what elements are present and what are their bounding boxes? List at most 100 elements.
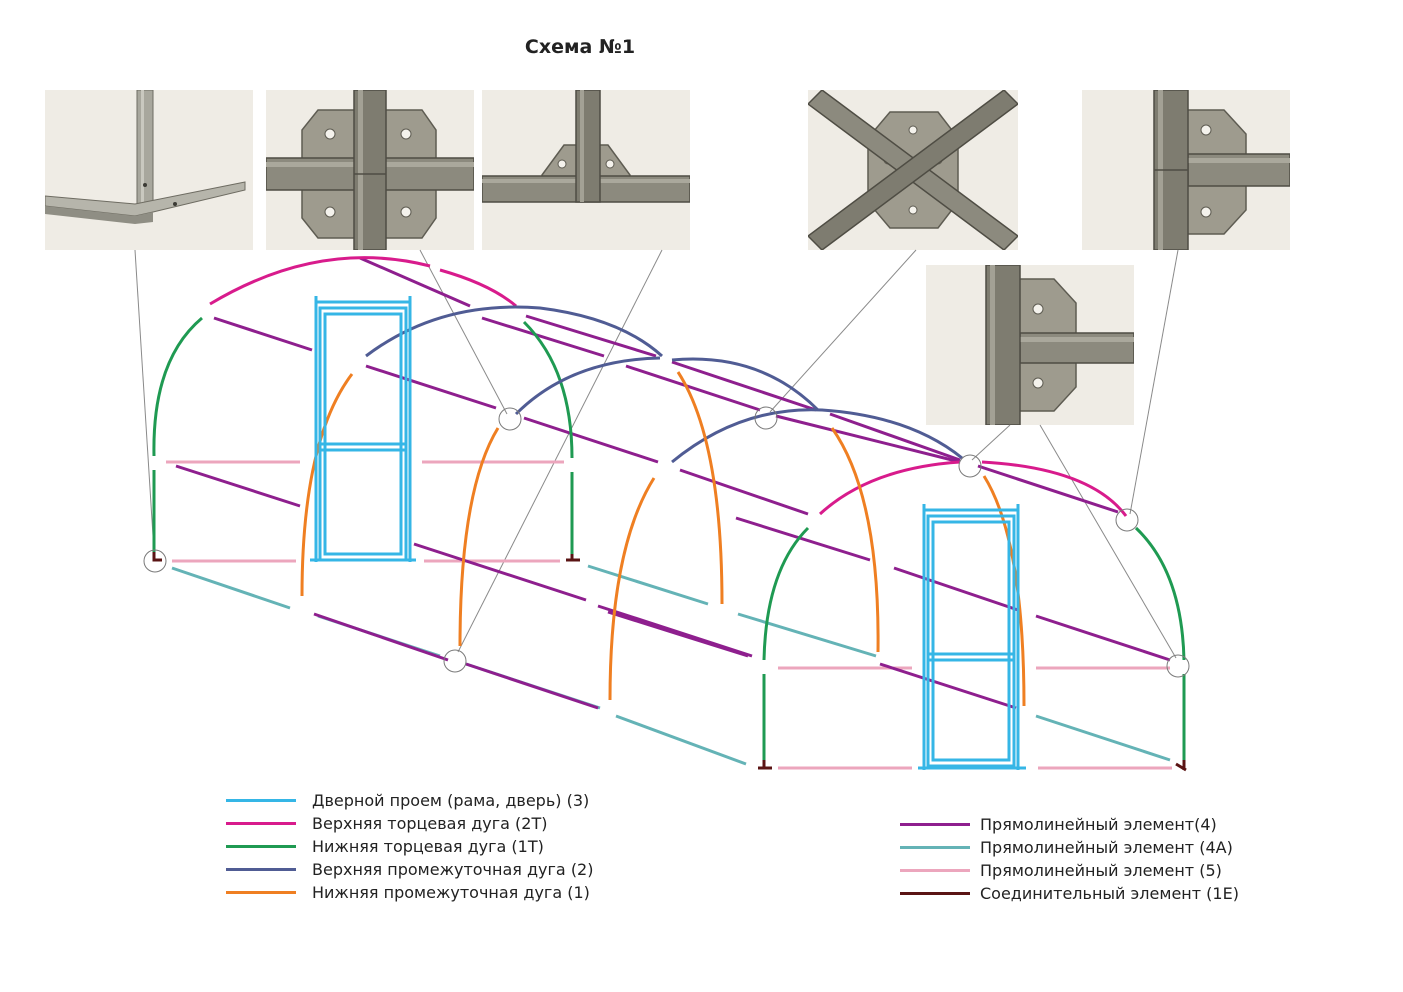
connector-1e — [758, 760, 772, 770]
door-leaf-inner — [323, 312, 403, 556]
upper-end-arc-front — [209, 256, 431, 306]
legend-row: Прямолинейный элемент (4А) — [900, 836, 1280, 859]
legend-swatch — [226, 845, 296, 848]
photo-cross-plate — [266, 90, 474, 250]
upper-intermediate-arc — [365, 305, 963, 464]
upper-end-arc-back — [981, 460, 1128, 517]
scheme-title: Схема №1 — [524, 36, 636, 58]
legend-row: Соединительный элемент (1Е) — [900, 882, 1280, 905]
joint-marker — [958, 454, 982, 478]
lower-end-arc-front-left — [152, 316, 203, 457]
joint-marker — [1115, 508, 1139, 532]
joint-marker — [443, 649, 467, 673]
upper-intermediate-arc-2 — [514, 356, 661, 416]
door-leaf — [926, 514, 1016, 768]
photo-side-plate — [1082, 90, 1290, 250]
joint-markers — [143, 406, 1190, 678]
callout-line-cross-plate — [419, 249, 508, 415]
element-4-segment — [523, 416, 659, 464]
legend-row: Прямолинейный элемент(4) — [900, 813, 1280, 836]
element-4-segment — [671, 360, 817, 412]
callout-line-side-plate-lower-2 — [971, 424, 1011, 461]
upper-intermediate-arc-3 — [671, 408, 963, 464]
connector-1e — [566, 554, 580, 562]
element-4a-segment — [587, 564, 709, 606]
element-4-segment — [1035, 614, 1171, 662]
legend-row: Верхняя промежуточная дуга (2) — [226, 858, 646, 881]
door-opening-front — [310, 296, 416, 562]
legend-swatch — [226, 822, 296, 825]
door-leaf-inner — [931, 520, 1011, 762]
corner-joint-image — [45, 90, 253, 250]
lower-intermediate-arc — [830, 427, 880, 653]
legend-label: Прямолинейный элемент(4) — [980, 815, 1217, 834]
lower-end-arc — [152, 316, 1186, 760]
callout-lines — [134, 249, 1179, 659]
legend-swatch — [900, 846, 970, 849]
legend-row: Нижняя торцевая дуга (1Т) — [226, 835, 646, 858]
legend-label: Прямолинейный элемент (4А) — [980, 838, 1233, 857]
lower-end-arc-back-left — [762, 526, 810, 661]
legend-row: Прямолинейный элемент (5) — [900, 859, 1280, 882]
element-4a-segment — [171, 566, 291, 610]
straight-element-5 — [166, 460, 1172, 770]
legend-swatch — [900, 892, 970, 895]
element-4-segment — [213, 316, 313, 352]
lower-intermediate-arc — [608, 477, 656, 701]
element-4-segment — [679, 468, 809, 516]
straight-element-4a — [171, 564, 1171, 766]
cross-plate-joint-image — [266, 90, 474, 250]
joint-marker — [498, 407, 522, 431]
lower-intermediate-arc — [458, 427, 500, 647]
legend-label: Верхняя торцевая дуга (2Т) — [312, 814, 548, 833]
connector-1e — [1175, 760, 1187, 772]
legend-label: Прямолинейный элемент (5) — [980, 861, 1222, 880]
element-4-segment — [879, 662, 1017, 710]
callout-line-x-joint — [769, 249, 917, 413]
element-4-segment — [775, 414, 961, 464]
legend-label: Верхняя промежуточная дуга (2) — [312, 860, 594, 879]
joint-marker — [1166, 654, 1190, 678]
legend-right: Прямолинейный элемент(4) Прямолинейный эл… — [900, 813, 1280, 905]
t-joint-image — [482, 90, 690, 250]
lower-intermediate-arc — [300, 373, 354, 597]
x-cross-joint-image — [808, 90, 1018, 250]
legend-label: Нижняя промежуточная дуга (1) — [312, 883, 590, 902]
lower-intermediate-arc — [676, 371, 724, 605]
element-4-segment — [735, 516, 871, 562]
upper-end-arc-back — [818, 460, 961, 516]
element-4-segment — [313, 612, 449, 662]
legend-swatch — [226, 868, 296, 871]
legend-swatch — [900, 869, 970, 872]
legend-left: Дверной проем (рама, дверь) (3) Верхняя т… — [226, 789, 646, 904]
legend-row: Дверной проем (рама, дверь) (3) — [226, 789, 646, 812]
element-4-segment — [481, 316, 605, 358]
straight-element-4 — [175, 256, 1171, 710]
joint-marker — [754, 406, 778, 430]
element-4-segment — [365, 364, 497, 410]
legend-swatch — [226, 891, 296, 894]
side-plate-lower-joint-image — [926, 265, 1134, 425]
legend-label: Нижняя торцевая дуга (1Т) — [312, 837, 544, 856]
lower-end-arc-back-right — [1134, 526, 1186, 661]
upper-end-arc — [209, 256, 1128, 517]
element-4a-segment — [615, 714, 747, 766]
photo-corner-base — [45, 90, 253, 250]
element-4a-segment — [737, 612, 877, 658]
door-leaf — [318, 306, 408, 562]
element-4a-segment — [1035, 714, 1171, 762]
photo-t-joint — [482, 90, 690, 250]
element-4-segment — [525, 314, 657, 358]
element-4-segment — [413, 542, 587, 602]
element-4-segment — [175, 464, 301, 508]
callout-line-side-plate — [1129, 249, 1179, 515]
element-4-segment — [607, 610, 749, 658]
element-4-segment — [625, 364, 761, 412]
side-plate-joint-image — [1082, 90, 1290, 250]
legend-swatch — [226, 799, 296, 802]
legend-row: Верхняя торцевая дуга (2Т) — [226, 812, 646, 835]
photo-side-plate-lower — [926, 265, 1134, 425]
photo-x-joint — [808, 90, 1018, 250]
